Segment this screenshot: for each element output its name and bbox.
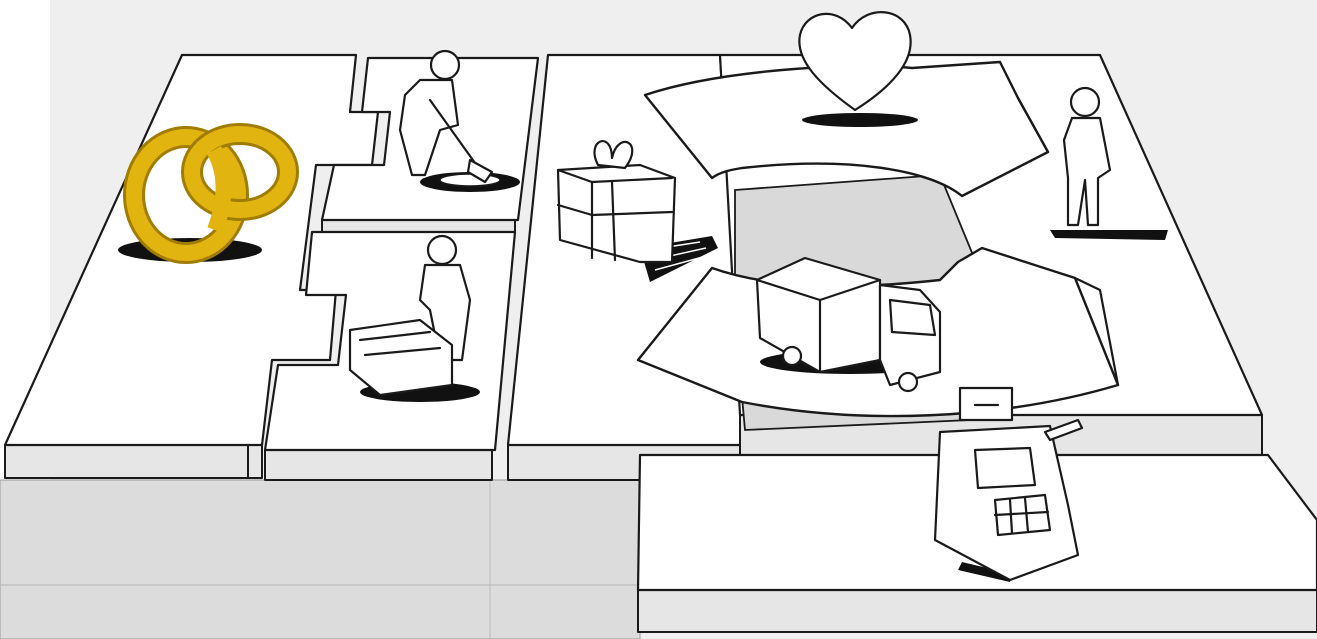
canvas-drawing [0,0,1317,639]
business-model-canvas-illustration [0,0,1317,639]
